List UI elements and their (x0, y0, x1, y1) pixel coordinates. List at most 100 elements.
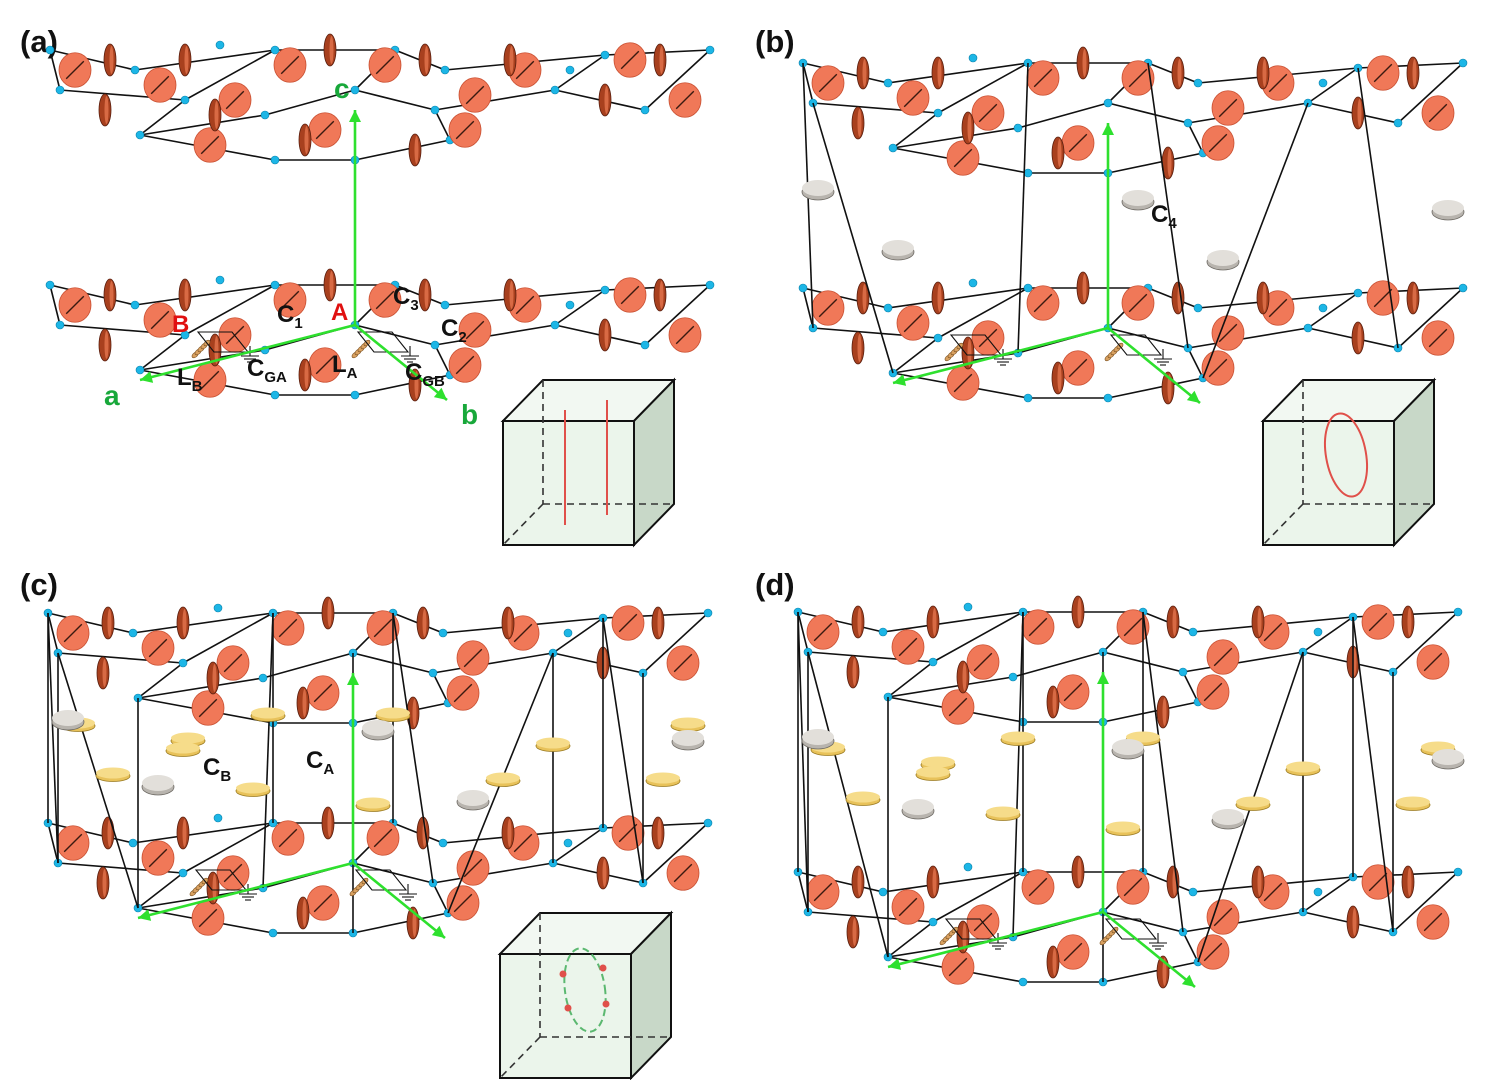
weyl-point-4 (602, 1000, 610, 1008)
lattice-edge (552, 827, 604, 864)
capacitor-highlight (1172, 608, 1177, 636)
lattice-edge (797, 871, 884, 893)
lattice-node (888, 143, 898, 153)
capacitor-highlight (214, 336, 219, 364)
panel-a-axis-b-head (433, 387, 447, 400)
capacitor-lead (1203, 942, 1223, 962)
lattice-node (178, 658, 188, 668)
panel-c-axis-b-head (431, 925, 445, 938)
capacitor-highlight (184, 46, 189, 74)
capacitor-highlight (1262, 59, 1267, 87)
lattice-node (1193, 303, 1203, 313)
capacitor-lead (280, 290, 300, 310)
capacitor-lead (65, 60, 85, 80)
capacitor-lead (903, 313, 923, 333)
panel-a-axis-b (354, 323, 448, 402)
capacitor-highlight (329, 271, 334, 299)
lattice-edge (1102, 701, 1199, 723)
capacitor-highlight (1262, 284, 1267, 312)
capacitor-c4-top (52, 710, 84, 726)
capacitor-highlight (1052, 688, 1057, 716)
lattice-edge (132, 612, 274, 634)
lattice-node (1193, 78, 1203, 88)
capacitor-lead (818, 298, 838, 318)
lattice-edge (887, 921, 934, 958)
capacitor-highlight (857, 334, 862, 362)
inset-cube-c (497, 910, 674, 1080)
lattice-node (963, 602, 973, 612)
lattice-edge (644, 284, 711, 346)
lattice-edge (49, 284, 136, 306)
lattice-edge (937, 287, 1029, 339)
lattice-edge (132, 822, 274, 844)
capacitor-lead (1368, 872, 1388, 892)
lattice-edge (887, 62, 1029, 84)
capacitor-lead (1423, 912, 1443, 932)
capacitor-lead (463, 648, 483, 668)
capacitor-highlight (1082, 274, 1087, 302)
lattice-node (883, 78, 893, 88)
capacitor-highlight (659, 46, 664, 74)
capacitor-lead (1218, 323, 1238, 343)
lattice-edge (1012, 651, 1104, 678)
capacitor-lead (463, 858, 483, 878)
lattice-edge (642, 612, 709, 674)
capacitor-highlight (1257, 868, 1262, 896)
lattice-edge (887, 661, 934, 698)
capacitor-highlight (604, 86, 609, 114)
lattice-edge (354, 139, 451, 161)
lattice-edge (47, 612, 59, 654)
lattice-node (705, 45, 715, 55)
nodal-ring (1323, 412, 1369, 498)
capacitor-interlayer-top (171, 732, 205, 744)
lattice-edge (1187, 327, 1309, 349)
capacitor-lead (1028, 617, 1048, 637)
capacitor-highlight (424, 46, 429, 74)
capacitor-lead (1428, 103, 1448, 123)
lattice-edge (134, 49, 276, 71)
lattice-edge (802, 62, 889, 84)
panel-b-lattice (798, 46, 1468, 405)
lattice-edge (434, 89, 556, 111)
lattice-node (705, 280, 715, 290)
capacitor-interlayer-top (1001, 731, 1035, 743)
lattice-edge (642, 822, 709, 884)
capacitor-c4-top (1432, 200, 1464, 216)
capacitor-highlight (1407, 868, 1412, 896)
lattice-node (1103, 98, 1113, 108)
lattice-node (135, 365, 145, 375)
capacitor-c4-top (802, 729, 834, 745)
capacitor-highlight (1162, 698, 1167, 726)
capacitor-lead (198, 698, 218, 718)
lattice-edge (892, 112, 939, 149)
lattice-edge (1182, 931, 1199, 963)
lattice-edge (182, 822, 274, 874)
capacitor-lead (953, 148, 973, 168)
lattice-edge (797, 611, 884, 633)
panel-d-lattice (793, 595, 1465, 989)
capacitor-highlight (937, 284, 942, 312)
slanted-interlayer-edge (1012, 611, 1024, 938)
lattice-edge (184, 49, 276, 101)
lattice-node (703, 608, 713, 618)
lattice-edge (354, 374, 451, 396)
capacitor-interlayer-top (916, 766, 950, 778)
panel-d-axis-b-head (1181, 974, 1195, 987)
capacitor-lead (150, 75, 170, 95)
capacitor-lead (375, 290, 395, 310)
capacitor-interlayer-top (986, 806, 1020, 818)
capacitor-lead (465, 320, 485, 340)
capacitor-highlight (967, 339, 972, 367)
lattice-node (928, 917, 938, 927)
capacitor-lead (1208, 358, 1228, 378)
capacitor-lead (1033, 68, 1053, 88)
lattice-node (128, 838, 138, 848)
slanted-interlayer-edge (807, 651, 889, 958)
lattice-node (1183, 118, 1193, 128)
lattice-node (1188, 627, 1198, 637)
capacitor-lead (373, 828, 393, 848)
capacitor-lead (465, 85, 485, 105)
panel-d-axis-c-head (1097, 672, 1109, 684)
lattice-edge (802, 62, 814, 104)
capacitor-interlayer-top (671, 717, 705, 729)
